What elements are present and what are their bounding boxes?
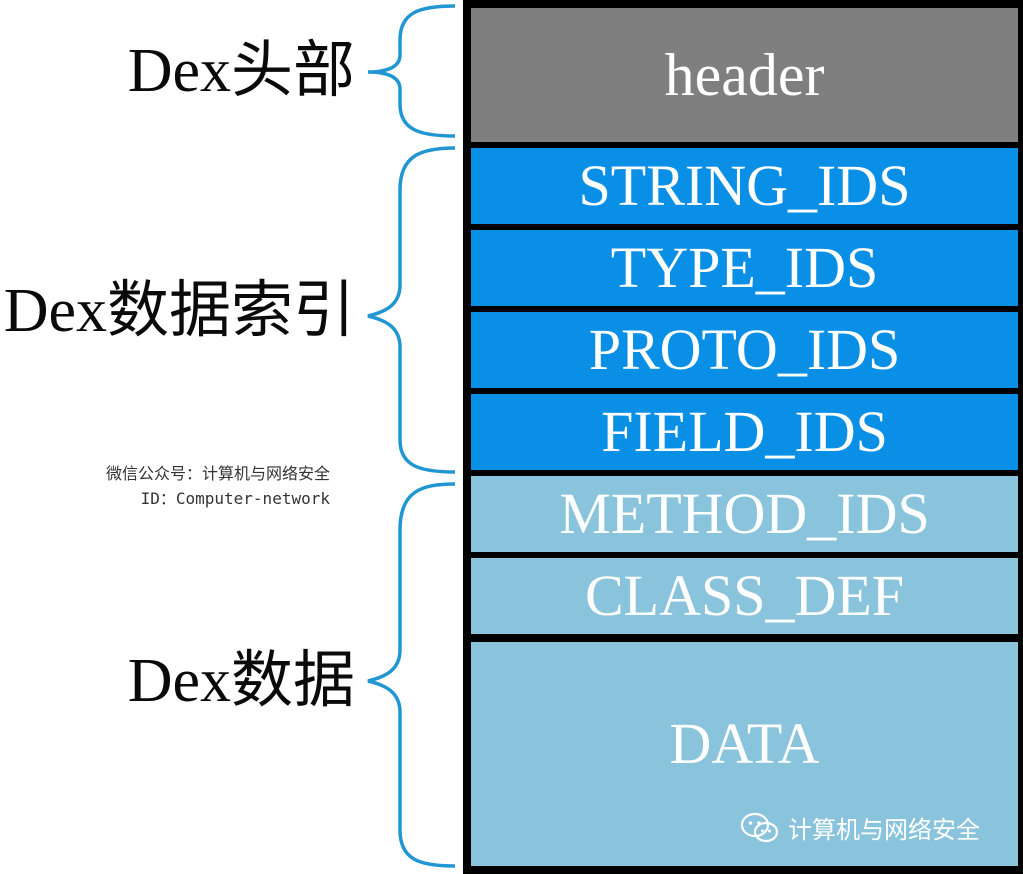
watermark-brand-text: 计算机与网络安全: [788, 816, 980, 844]
bracket-index: [367, 146, 456, 474]
wechat-icon: [740, 812, 779, 842]
block-label: PROTO_IDS: [588, 317, 901, 382]
block-method-ids: METHOD_IDS: [471, 476, 1018, 552]
block-type-ids: TYPE_IDS: [471, 230, 1018, 306]
dex-structure-column: header STRING_IDS TYPE_IDS PROTO_IDS FIE…: [463, 0, 1023, 874]
section-label-index: Dex数据索引: [3, 277, 355, 345]
block-label: header: [664, 42, 825, 108]
watermark-brand: 计算机与网络安全: [740, 810, 980, 845]
block-label: TYPE_IDS: [610, 235, 879, 300]
block-header: header: [471, 8, 1018, 142]
section-label-data: Dex数据: [127, 647, 355, 715]
watermark-line-account: 微信公众号：计算机与网络安全: [105, 464, 330, 483]
block-label: CLASS_DEF: [584, 563, 905, 628]
block-data: DATA: [471, 642, 1018, 866]
block-string-ids: STRING_IDS: [471, 148, 1018, 224]
watermark-line-id: ID：Computer-network: [140, 489, 330, 508]
section-label-header: Dex头部: [127, 37, 355, 105]
block-label: STRING_IDS: [578, 153, 911, 218]
block-field-ids: FIELD_IDS: [471, 394, 1018, 470]
block-proto-ids: PROTO_IDS: [471, 312, 1018, 388]
block-label: DATA: [669, 711, 820, 776]
block-label: METHOD_IDS: [559, 481, 930, 546]
bracket-header: [367, 4, 456, 138]
block-label: FIELD_IDS: [601, 399, 888, 464]
bracket-data: [367, 482, 456, 868]
block-class-def: CLASS_DEF: [471, 558, 1018, 634]
